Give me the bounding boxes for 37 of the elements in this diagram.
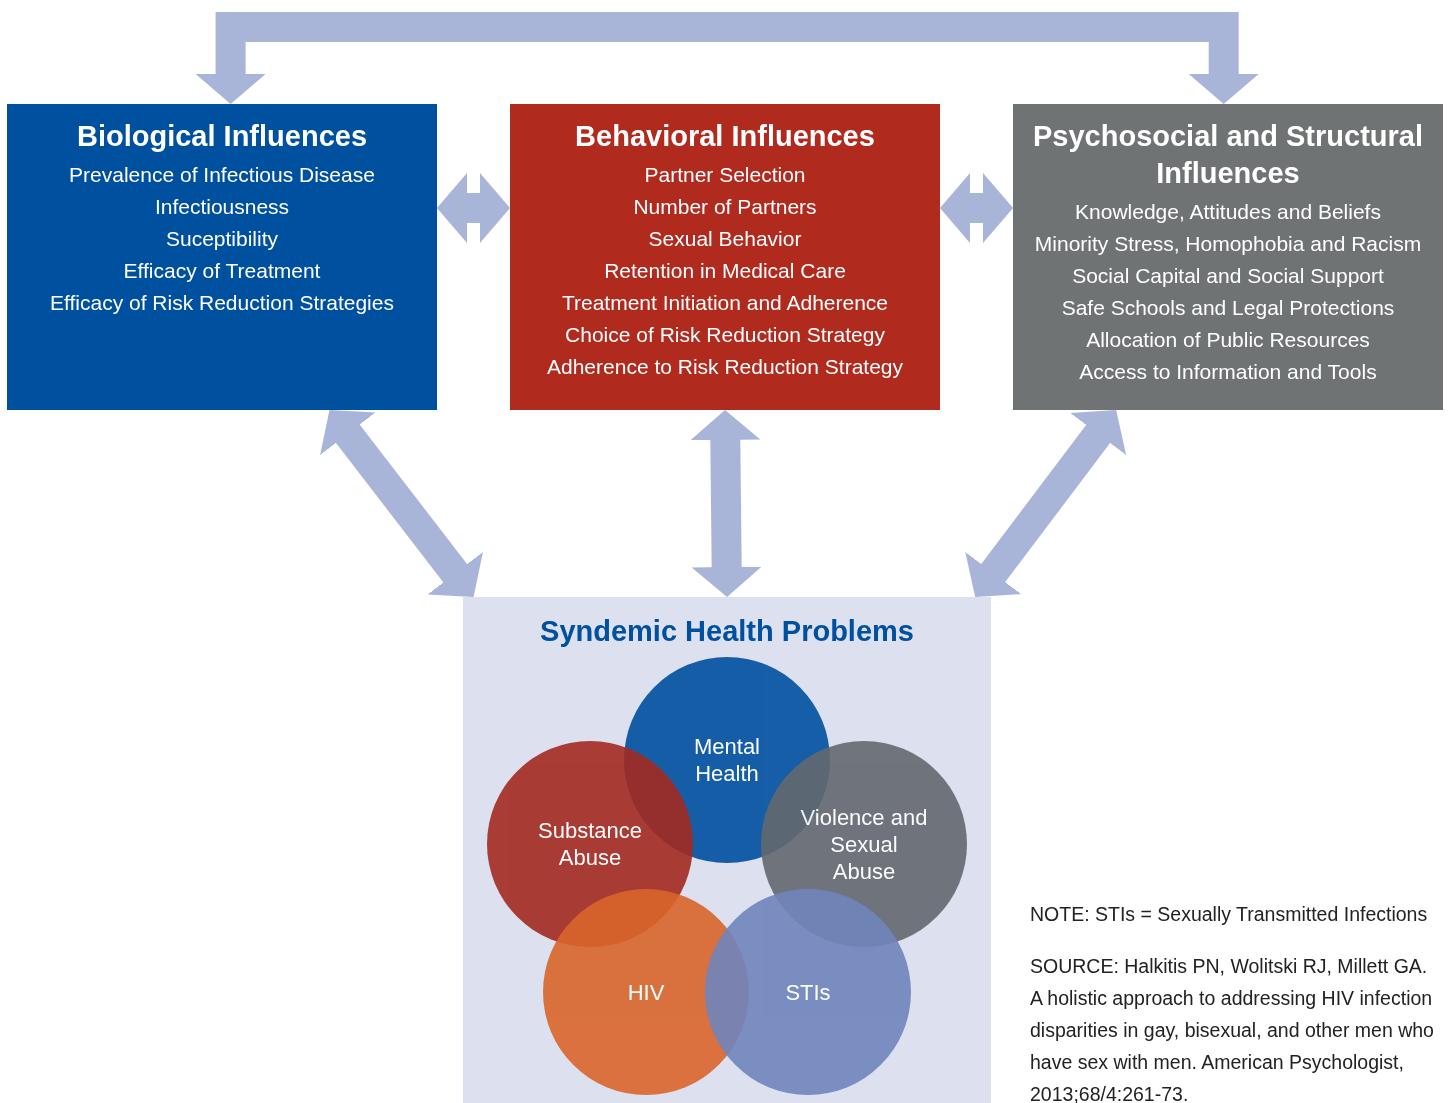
- list-item: Prevalence of Infectious Disease: [68, 162, 376, 188]
- list-item: Retention in Medical Care: [603, 258, 847, 284]
- list-item: Minority Stress, Homophobia and Racism: [1033, 231, 1423, 257]
- box-heading: Behavioral Influences: [574, 119, 876, 154]
- circle-label: HIV: [626, 978, 666, 1006]
- double-arrow: [437, 173, 510, 244]
- circle-label: STIs: [784, 978, 832, 1006]
- double-arrow: [940, 173, 1013, 244]
- circle-label: Substance Abuse: [537, 817, 643, 871]
- list-item: Efficacy of Risk Reduction Strategies: [49, 290, 395, 316]
- biological-influences-box: [7, 104, 437, 410]
- list-item: Allocation of Public Resources: [1085, 327, 1371, 353]
- list-item: Infectiousness: [153, 194, 291, 220]
- circle-label: Violence and Sexual Abuse: [799, 803, 929, 885]
- behavioral-influences-box: [510, 104, 940, 410]
- list-item: Access to Information and Tools: [1078, 359, 1378, 385]
- list-item: Social Capital and Social Support: [1071, 263, 1385, 289]
- double-arrow: [195, 12, 1259, 104]
- list-item: Treatment Initiation and Adherence: [560, 290, 890, 316]
- box-heading: Psychosocial and Structural Influences: [1032, 119, 1424, 191]
- list-item: Adherence to Risk Reduction Strategy: [546, 354, 904, 380]
- list-item: Efficacy of Treatment: [122, 258, 322, 284]
- box-heading: Biological Influences: [75, 119, 369, 154]
- list-item: Suceptibility: [164, 226, 280, 252]
- circle-label: Mental Health: [692, 733, 761, 787]
- panel-title: Syndemic Health Problems: [539, 615, 915, 648]
- note-text: NOTE: STIs = Sexually Transmitted Infections: [1030, 902, 1429, 927]
- list-item: Sexual Behavior: [647, 226, 803, 252]
- psychosocial-influences-box: [1013, 104, 1443, 410]
- source-text: SOURCE: Halkitis PN, Wolitski RJ, Millett GA. A holistic approach to addressing HIV infection disparities in gay, bisexual, and other men who have sex with men. American Psychologist, 2013;68/4:261-73.: [1030, 954, 1435, 1103]
- list-item: Knowledge, Attitudes and Beliefs: [1074, 199, 1382, 225]
- list-item: Safe Schools and Legal Protections: [1060, 295, 1396, 321]
- list-item: Number of Partners: [632, 194, 818, 220]
- list-item: Choice of Risk Reduction Strategy: [564, 322, 886, 348]
- syndemic-panel: [463, 597, 991, 1103]
- double-arrow: [690, 409, 762, 598]
- list-item: Partner Selection: [643, 162, 807, 188]
